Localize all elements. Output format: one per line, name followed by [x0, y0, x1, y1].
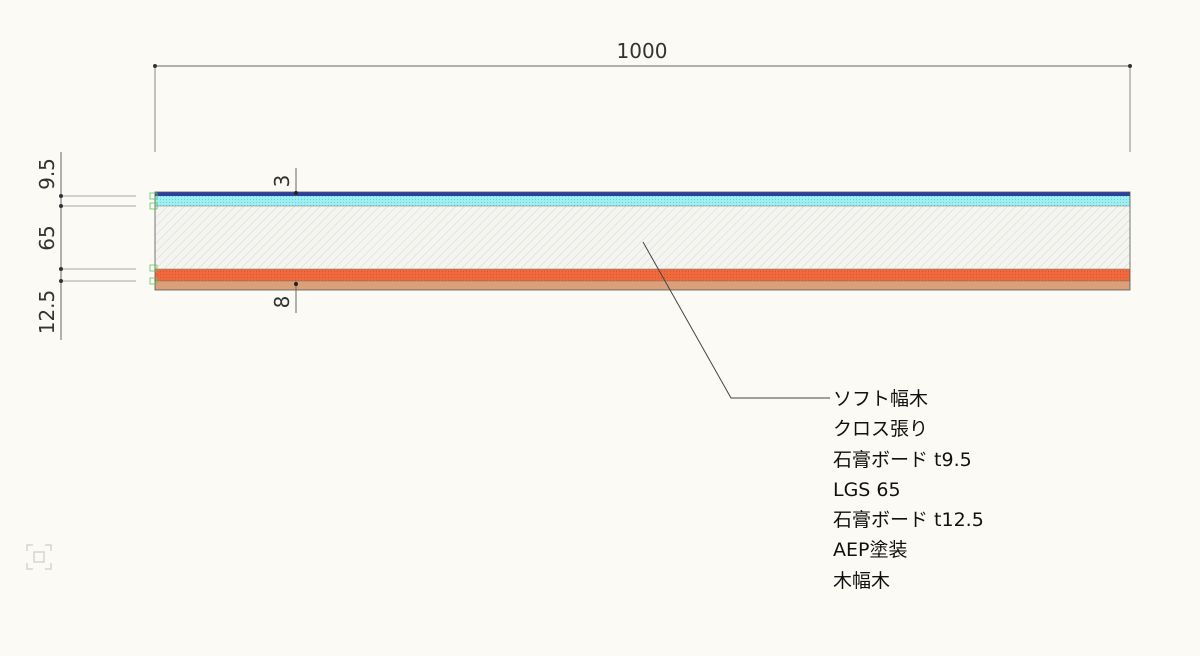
wood-baseboard-layer [155, 281, 1130, 290]
overall-width-label: 1000 [617, 39, 668, 63]
legend-item: AEP塗装 [833, 539, 908, 562]
legend-item: 石膏ボード t12.5 [833, 509, 984, 532]
soft-baseboard-layer [155, 192, 1130, 196]
finish-dimensions: 3 8 [270, 168, 298, 313]
wall-layers [149, 191, 1131, 291]
frame-select-icon[interactable] [25, 543, 53, 571]
thickness-label-65: 65 [35, 225, 59, 250]
overall-width-dimension: 1000 [153, 39, 1132, 152]
legend-item: ソフト幅木 [833, 388, 929, 410]
material-legend: ソフト幅木 クロス張り 石膏ボード t9.5 LGS 65 石膏ボード t12.… [833, 384, 984, 596]
legend-item: 木幅木 [833, 569, 891, 592]
legend-item: LGS 65 [833, 478, 901, 501]
left-thickness-dimensions: 9.5 65 12.5 [35, 152, 136, 340]
thickness-label-9-5: 9.5 [35, 158, 59, 190]
legend-item: 石膏ボード t9.5 [833, 448, 972, 471]
leader-line [642, 241, 830, 399]
finish-bottom-label: 8 [270, 296, 294, 309]
thickness-label-12-5: 12.5 [35, 290, 59, 335]
finish-top-label: 3 [270, 175, 294, 188]
legend-item: クロス張り [833, 418, 929, 441]
